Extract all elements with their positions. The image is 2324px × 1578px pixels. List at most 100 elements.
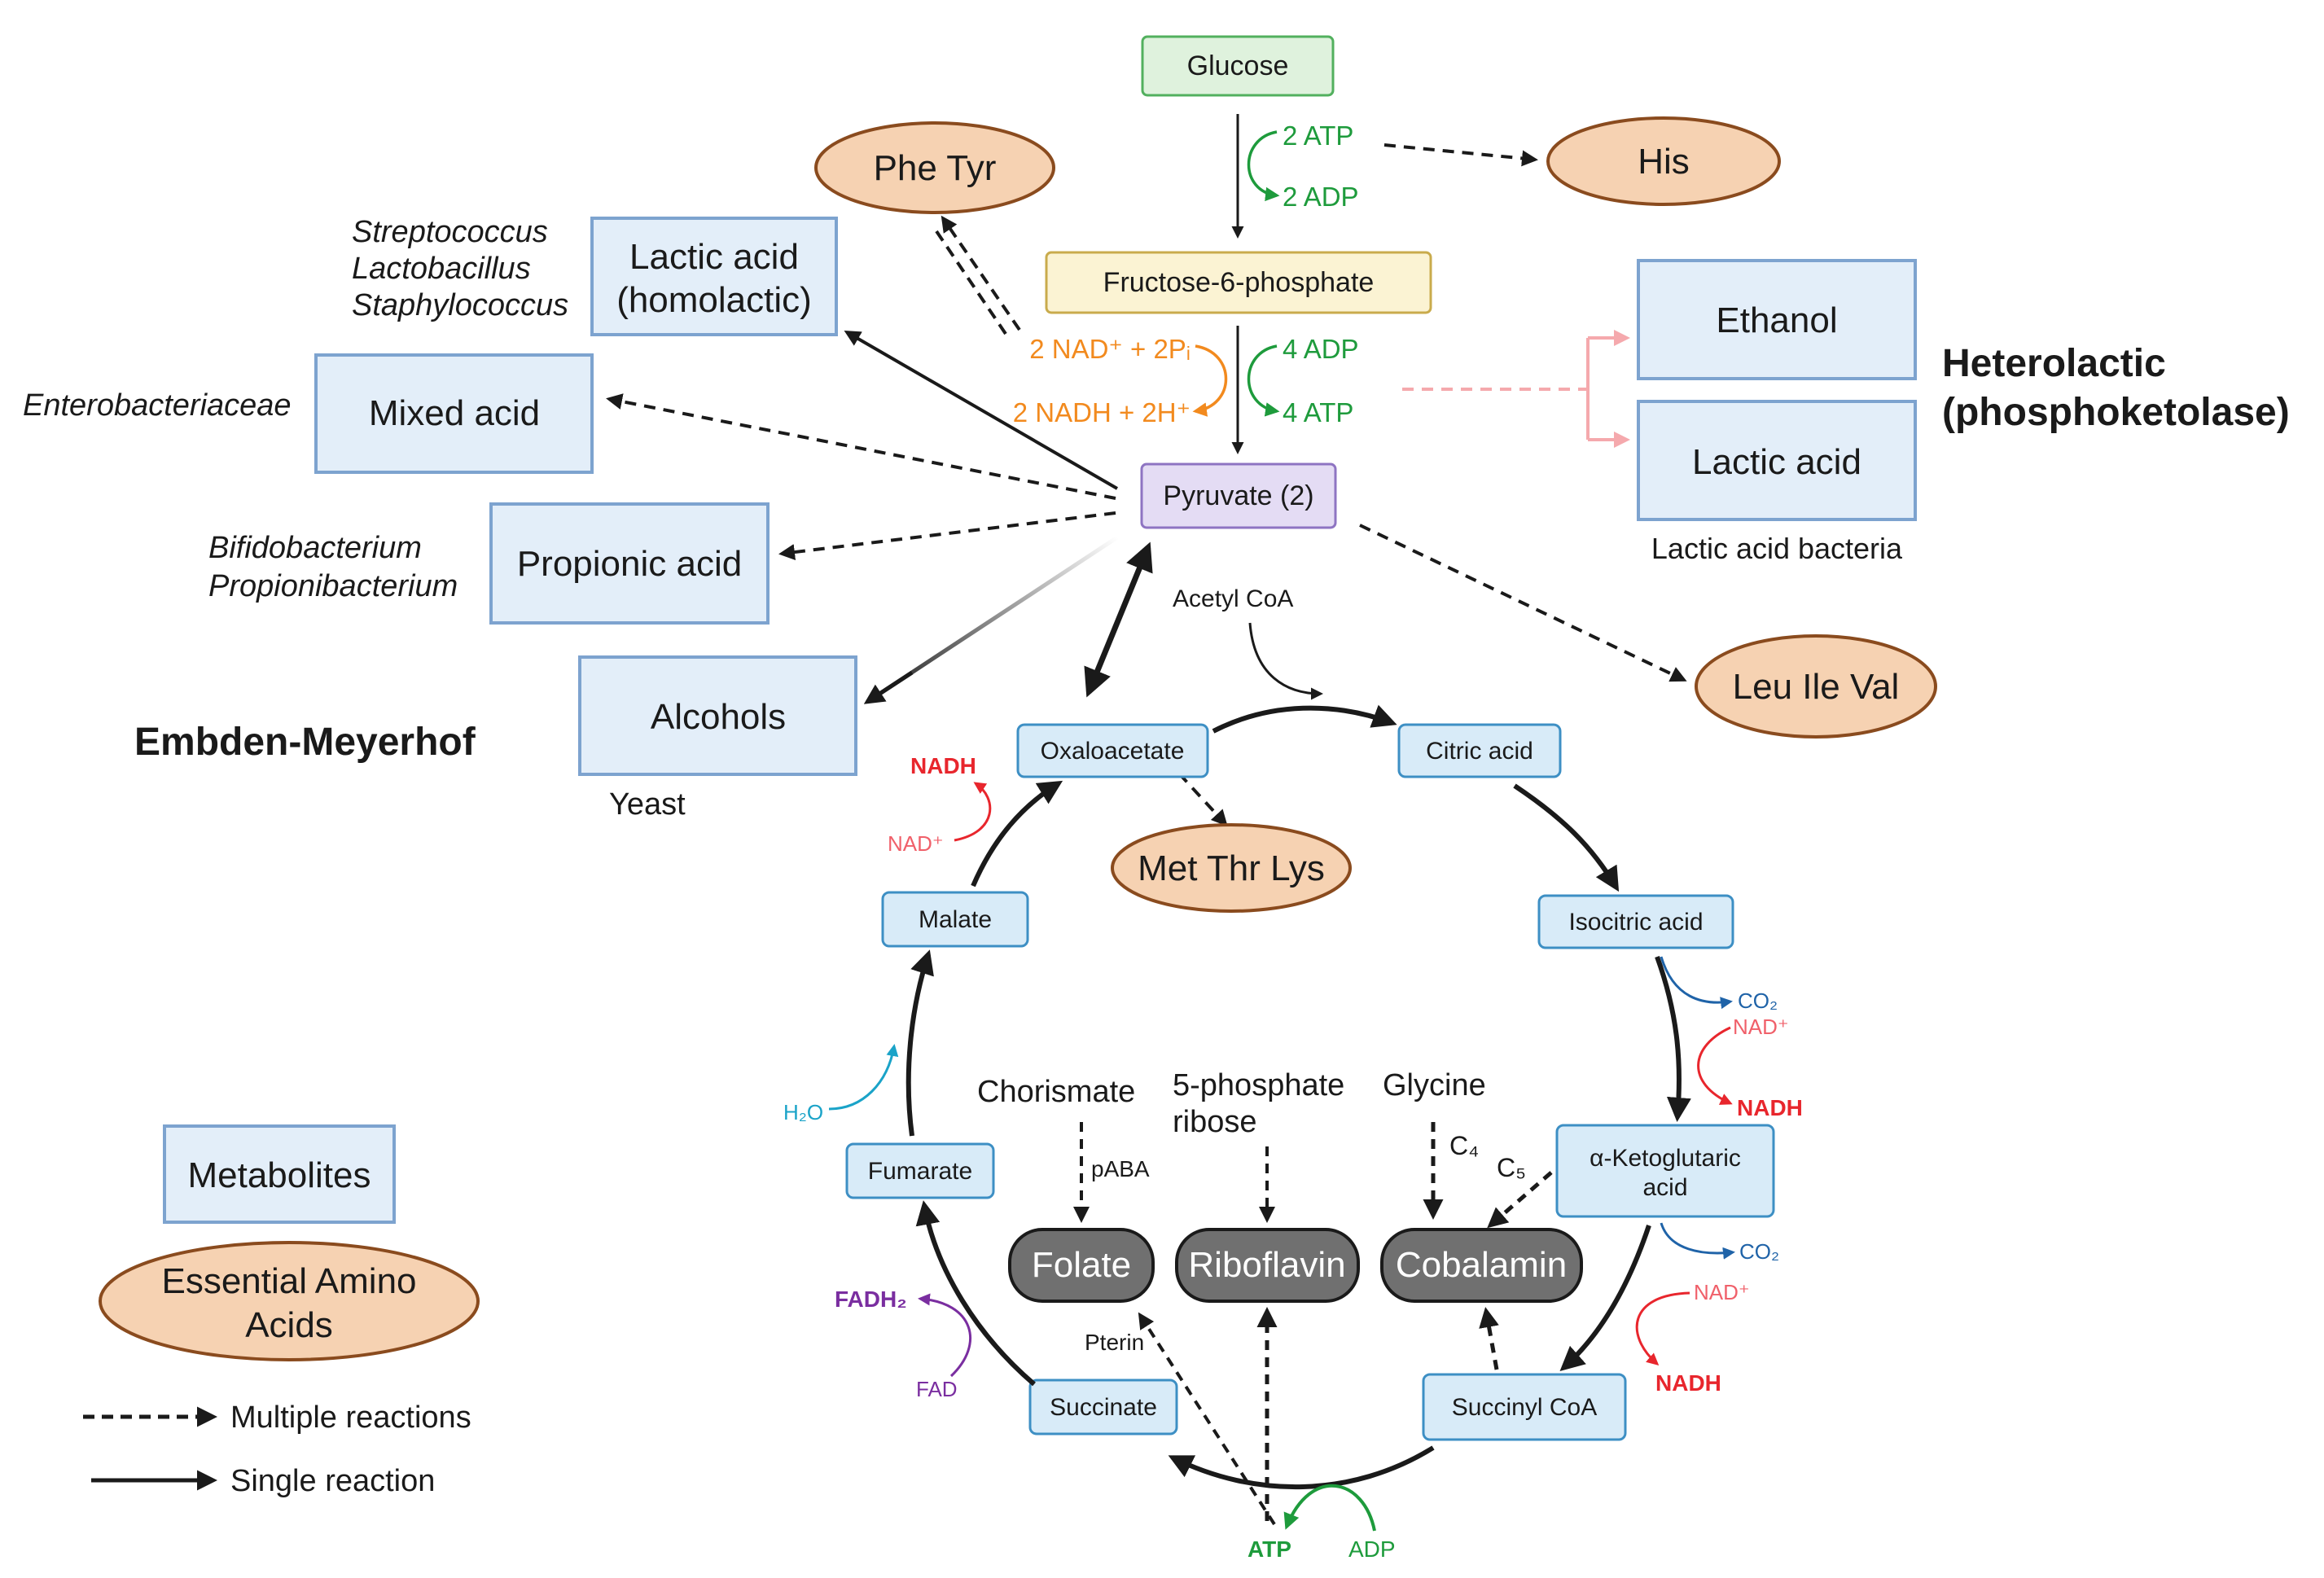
atp2-label: 2 ATP <box>1283 121 1353 151</box>
leu-ile-val-label: Leu Ile Val <box>1733 667 1900 707</box>
akg-to-succinyl-arrow <box>1559 1225 1651 1371</box>
to-phe-tyr-dashed-arrow-1 <box>941 215 1021 331</box>
phe-tyr-ellipse <box>814 121 1055 214</box>
fructose-box <box>1045 251 1432 314</box>
leu-ile-val-ellipse <box>1695 634 1937 739</box>
citric-to-isocitric-arrow <box>1513 783 1620 892</box>
his-ellipse <box>1546 116 1781 206</box>
adp2-label: 2 ADP <box>1283 182 1359 212</box>
legend-single-label: Single reaction <box>230 1464 435 1498</box>
folate-label: Folate <box>1032 1245 1131 1285</box>
acetyl-coa-label: Acetyl CoA <box>1173 585 1293 612</box>
bottom-adp-label: ADP <box>1348 1536 1396 1562</box>
legend-amino-acids-label-1: Essential Amino <box>161 1261 416 1301</box>
fumarate-box <box>845 1142 995 1199</box>
organism-lactobacillus: Lactobacillus <box>352 252 531 286</box>
vitamins: Chorismate 5-phosphate ribose Glycine pA… <box>977 1068 1583 1526</box>
oxaloacetate-to-met-dashed-arrow <box>1177 772 1228 826</box>
c5-label: C₅ <box>1497 1153 1526 1182</box>
ribose-label-1: 5-phosphate <box>1173 1068 1344 1102</box>
succinate-box <box>1028 1379 1178 1436</box>
glucose-box <box>1141 35 1335 97</box>
pyruvate-box <box>1140 462 1337 529</box>
pyruvate-label: Pyruvate (2) <box>1163 480 1313 511</box>
cobalamin-label: Cobalamin <box>1396 1245 1567 1285</box>
isocitric-to-akg-arrow <box>1655 955 1691 1122</box>
malate-box <box>881 891 1029 948</box>
organism-bifidobacterium: Bifidobacterium <box>208 531 422 565</box>
met-thr-lys-ellipse <box>1111 823 1352 913</box>
phe-tyr-label: Phe Tyr <box>874 148 997 188</box>
adp-to-atp-lower-arrow <box>1247 344 1280 417</box>
atp-adp-bottom-arrow <box>1283 1484 1376 1532</box>
isocitric-co2-arrow <box>1660 956 1733 1010</box>
malate-nad-arrow <box>954 782 992 842</box>
embden-meyerhof-products: Lactic acid (homolactic) Mixed acid Prop… <box>23 215 1119 822</box>
isocitric-nad-label: NAD⁺ <box>1733 1015 1789 1039</box>
lactic-acid-label: Lactic acid <box>1692 442 1861 482</box>
isocitric-nadh-label: NADH <box>1737 1095 1803 1120</box>
akg-to-cobalamin-dashed-arrow <box>1487 1171 1553 1229</box>
propionic-acid-label: Propionic acid <box>517 544 742 584</box>
malate-label: Malate <box>919 906 992 933</box>
adp4-label: 4 ADP <box>1283 334 1359 364</box>
pterin-label: Pterin <box>1085 1330 1144 1355</box>
folate-pill <box>1008 1228 1155 1303</box>
pyruvate-to-mixed-acid-dashed-arrow <box>606 393 1116 500</box>
fad-label: FAD <box>916 1377 958 1401</box>
malate-to-oxaloacetate-arrow <box>971 780 1063 888</box>
glycine-label: Glycine <box>1383 1068 1486 1102</box>
oxaloacetate-label: Oxaloacetate <box>1041 738 1185 765</box>
ribose-label-2: ribose <box>1173 1105 1257 1139</box>
legend: Metabolites Essential Amino Acids Multip… <box>83 1124 480 1498</box>
malate-nad-label: NAD⁺ <box>888 831 944 856</box>
fadh2-label: FADH₂ <box>835 1287 907 1312</box>
cobalamin-pill <box>1380 1228 1583 1303</box>
tca-cycle: Acetyl CoA Oxaloacetate Citric acid Isoc… <box>845 541 1775 1490</box>
fad-arrow <box>918 1293 972 1378</box>
legend-metabolites-box <box>163 1124 396 1224</box>
citric-acid-label: Citric acid <box>1426 738 1533 765</box>
akg-co2-arrow <box>1660 1222 1735 1260</box>
alcohols-box <box>578 655 857 776</box>
atp-to-his-dashed-arrow <box>1383 143 1538 167</box>
glycolysis: Glucose Fructose-6-phosphate Pyruvate (2… <box>1013 35 1432 529</box>
pterin-to-folate-dashed-arrow <box>1138 1312 1276 1526</box>
mixed-acid-box <box>314 353 594 474</box>
organism-streptococcus: Streptococcus <box>352 215 548 249</box>
ethanol-box <box>1637 259 1917 380</box>
akg-co2-label: CO₂ <box>1739 1239 1779 1264</box>
legend-amino-acids-ellipse <box>99 1241 480 1361</box>
akg-nad-arrow <box>1635 1291 1690 1365</box>
akg-nad-label: NAD⁺ <box>1694 1280 1750 1304</box>
malate-nadh-label: NADH <box>910 753 976 778</box>
tca-cofactors: NADH NAD⁺ CO₂ NAD⁺ NADH CO₂ NAD⁺ NADH H₂… <box>783 753 1803 1562</box>
organism-enterobacteriaceae: Enterobacteriaceae <box>23 388 292 423</box>
his-label: His <box>1638 142 1690 182</box>
lactic-acid-bacteria-label: Lactic acid bacteria <box>1651 532 1903 565</box>
alpha-ketoglutaric-box <box>1555 1124 1775 1218</box>
c4-label: C₄ <box>1449 1131 1479 1160</box>
embden-meyerhof-heading: Embden-Meyerhof <box>134 721 476 764</box>
lactic-homolactic-box <box>590 217 838 336</box>
lactic-homolactic-label-2: (homolactic) <box>616 280 812 320</box>
lactic-acid-box <box>1637 400 1917 521</box>
alpha-ketoglutaric-label-1: α-Ketoglutaric <box>1590 1145 1741 1172</box>
fructose-label: Fructose-6-phosphate <box>1103 267 1375 298</box>
succinyl-coa-label: Succinyl CoA <box>1452 1394 1597 1421</box>
pyruvate-to-lactic-arrow <box>844 330 1119 490</box>
chorismate-label: Chorismate <box>977 1075 1135 1109</box>
nad-to-nadh-arrow <box>1192 344 1228 417</box>
fumarate-label: Fumarate <box>868 1158 972 1185</box>
organism-propionibacterium: Propionibacterium <box>208 569 458 603</box>
bottom-atp-label: ATP <box>1248 1536 1291 1562</box>
succinyl-to-cobalamin-dashed-arrow <box>1479 1307 1499 1370</box>
to-phe-tyr-dashed-arrow-2 <box>932 225 1007 335</box>
amino-acid-branches: His Phe Tyr Leu Ile Val Met Thr Lys <box>814 116 1937 913</box>
pyruvate-to-propionic-dashed-arrow <box>778 511 1116 560</box>
riboflavin-pill <box>1175 1228 1360 1303</box>
lactic-homolactic-label-1: Lactic acid <box>629 237 799 277</box>
heterolactic-products: Ethanol Lactic acid Lactic acid bacteria… <box>1402 259 2290 565</box>
atp4-label: 4 ATP <box>1283 397 1353 427</box>
